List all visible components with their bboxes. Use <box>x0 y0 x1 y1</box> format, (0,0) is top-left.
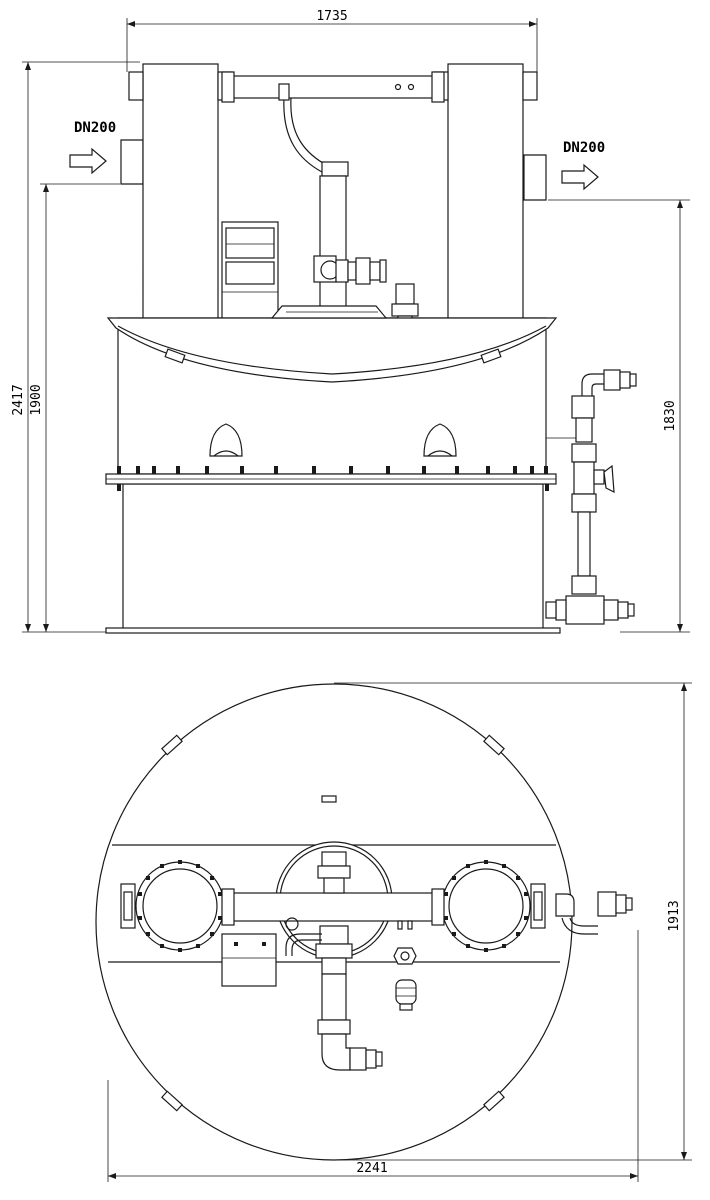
dimension-width: 1735 <box>126 9 538 72</box>
control-box <box>221 221 279 319</box>
discharge-pipe-top <box>317 973 383 1071</box>
dimension-outlet-height-label: 1830 <box>663 400 678 431</box>
dimension-horizontal-diameter: 2241 <box>107 930 639 1182</box>
outlet: DN200 <box>514 140 605 201</box>
dimension-vertical-diameter: 1913 <box>334 682 692 1161</box>
dimension-width-label: 1735 <box>316 9 347 24</box>
rim-lugs <box>161 734 505 1112</box>
right-riser <box>433 63 538 319</box>
chamber-fittings <box>285 851 353 975</box>
vent-top <box>393 947 417 965</box>
discharge-piping <box>545 369 637 625</box>
dimension-inlet-height: 1900 <box>29 183 120 632</box>
dimension-vertical-diameter-label: 1913 <box>667 900 682 931</box>
dimension-inlet-height-label: 1900 <box>29 384 44 415</box>
cross-pipe-top <box>221 888 445 930</box>
float-top <box>395 979 417 1011</box>
dimension-outlet-height: 1830 <box>548 199 690 633</box>
cross-pipe <box>221 71 445 103</box>
inlet-label: DN200 <box>74 120 116 136</box>
top-view: 1913 2241 <box>95 682 692 1182</box>
tank-flange <box>105 466 557 491</box>
left-riser <box>128 63 233 319</box>
dimension-total-height: 2417 <box>11 61 140 633</box>
external-discharge-top <box>555 891 633 935</box>
right-riser-top <box>441 860 546 952</box>
dimension-total-height-label: 2417 <box>11 384 26 415</box>
right-arrow-icon <box>69 147 107 175</box>
side-view: 1735 2417 1900 1830 <box>11 9 690 634</box>
dimension-horizontal-diameter-label: 2241 <box>356 1161 387 1176</box>
inlet: DN200 <box>69 120 153 185</box>
tank-lower-body <box>105 483 561 634</box>
control-box-top <box>221 933 277 987</box>
right-arrow-icon <box>561 163 599 191</box>
outlet-label: DN200 <box>563 140 605 156</box>
tank-cover <box>106 305 558 383</box>
